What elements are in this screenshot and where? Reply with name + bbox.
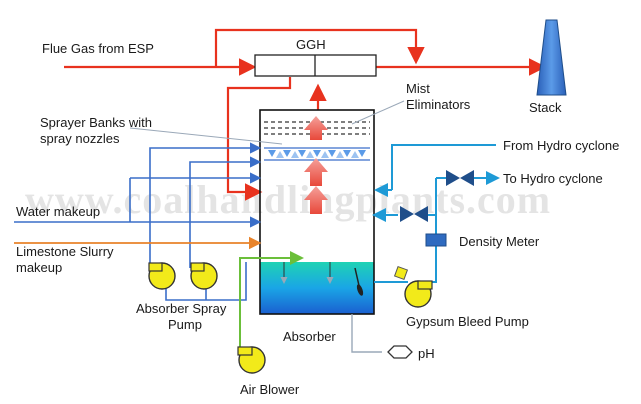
from-hydro-cyclone-line bbox=[391, 144, 496, 190]
ggh-to-absorber-line bbox=[226, 77, 292, 201]
gypsum-bleed-pump bbox=[404, 280, 433, 308]
spray-pump-line-1: Absorber Spray bbox=[136, 301, 227, 316]
bleed-riser bbox=[428, 214, 437, 283]
spray-nozzles bbox=[268, 150, 366, 158]
density-meter bbox=[425, 233, 447, 247]
density-meter-label: Density Meter bbox=[459, 234, 540, 249]
sprayer-banks-label: Sprayer Banks with spray nozzles bbox=[40, 115, 156, 146]
absorber-spray-pump-1 bbox=[148, 262, 176, 290]
spray-recirculation-lines bbox=[14, 142, 262, 301]
absorber-spray-pump-label: Absorber Spray Pump bbox=[136, 301, 230, 332]
mist-eliminators-line-2: Eliminators bbox=[406, 97, 471, 112]
water-makeup-label: Water makeup bbox=[16, 204, 100, 219]
sprayer-banks-line-2: spray nozzles bbox=[40, 131, 120, 146]
flue-gas-label: Flue Gas from ESP bbox=[42, 41, 154, 56]
ph-line bbox=[351, 314, 382, 353]
limestone-line-1: Limestone Slurry bbox=[16, 244, 114, 259]
gypsum-bleed-pump-label: Gypsum Bleed Pump bbox=[406, 314, 529, 329]
ph-label: pH bbox=[418, 346, 435, 361]
absorber-vessel: Absorber bbox=[259, 109, 375, 344]
mist-eliminators-pointer bbox=[351, 100, 405, 125]
stack: Stack bbox=[529, 19, 567, 115]
limestone-line-2: makeup bbox=[16, 260, 62, 275]
to-hydro-cyclone-label: To Hydro cyclone bbox=[503, 171, 603, 186]
mist-eliminators-line-1: Mist bbox=[406, 81, 430, 96]
rising-gas-arrows bbox=[304, 116, 328, 214]
ggh-label: GGH bbox=[296, 37, 326, 52]
level-sensor bbox=[393, 265, 409, 281]
sprayer-banks-line-1: Sprayer Banks with bbox=[40, 115, 152, 130]
sprayer-banks-pointer bbox=[129, 127, 283, 145]
watermark: www.coalhandlingplants.com bbox=[25, 177, 551, 222]
air-blower-label: Air Blower bbox=[240, 382, 300, 397]
air-blower-icon bbox=[237, 346, 266, 374]
absorber-label: Absorber bbox=[283, 329, 336, 344]
spray-line-mid bbox=[189, 156, 262, 268]
spray-line-upper bbox=[149, 142, 262, 270]
stack-label: Stack bbox=[529, 100, 562, 115]
ggh-bypass-line bbox=[214, 28, 425, 67]
gypsum-bleed-lines bbox=[372, 144, 500, 283]
flue-gas-lines bbox=[64, 28, 547, 201]
limestone-slurry-label: Limestone Slurry makeup bbox=[16, 244, 117, 275]
ggh-heat-exchanger: GGH bbox=[254, 37, 377, 77]
valve-upper bbox=[446, 170, 474, 186]
air-line bbox=[239, 251, 304, 358]
absorber-spray-pump-2 bbox=[190, 262, 218, 290]
mist-eliminators-label: Mist Eliminators bbox=[406, 81, 471, 112]
slurry-pool bbox=[260, 262, 374, 314]
valve-lower bbox=[400, 206, 428, 222]
from-hydro-cyclone-label: From Hydro cyclone bbox=[503, 138, 619, 153]
agitator-blade bbox=[356, 284, 364, 296]
spray-pump-line-2: Pump bbox=[168, 317, 202, 332]
ph-sensor-icon bbox=[387, 345, 413, 359]
